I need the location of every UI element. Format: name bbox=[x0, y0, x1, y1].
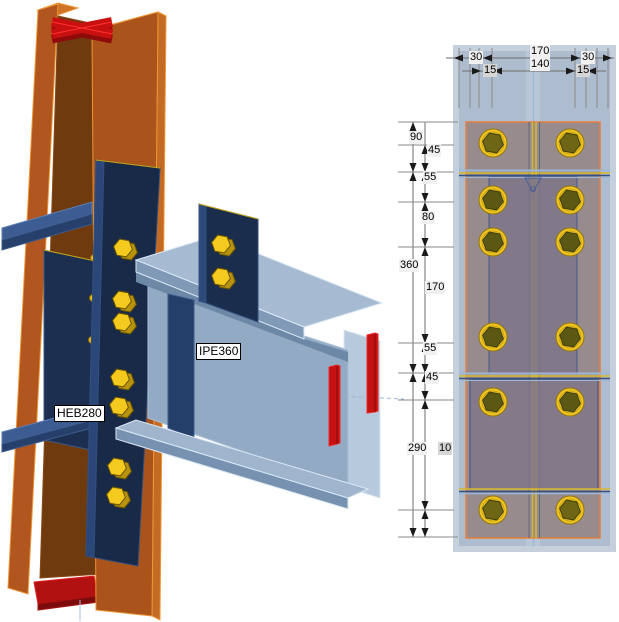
dim-left-360: 360 bbox=[399, 259, 420, 272]
dim-top-170: 170 bbox=[531, 45, 550, 57]
dim-left-10: 10 bbox=[438, 442, 453, 455]
beam-bottom-flange-front bbox=[115, 427, 349, 510]
dim-left-290: 290 bbox=[407, 442, 428, 455]
beam-stiffener bbox=[167, 293, 195, 439]
stiffener-upper[interactable] bbox=[1, 201, 93, 251]
dim-top-15-right: 15 bbox=[576, 64, 591, 77]
dim-left-55a: 55 bbox=[423, 171, 438, 184]
left-dimensions bbox=[398, 121, 458, 538]
dim-left-170: 170 bbox=[425, 281, 446, 294]
beam-flange-shadow bbox=[136, 272, 348, 362]
dim-top-140: 140 bbox=[531, 58, 550, 70]
beam-part-label: IPE360 bbox=[196, 343, 242, 360]
dim-top-30-right: 30 bbox=[581, 51, 596, 64]
bolt[interactable] bbox=[555, 495, 585, 525]
bolt[interactable] bbox=[555, 227, 585, 257]
weld-mark-2d bbox=[530, 186, 536, 192]
beam-bottom-flange-2d bbox=[459, 372, 610, 381]
bolt[interactable] bbox=[555, 322, 585, 352]
bolt[interactable] bbox=[555, 185, 585, 215]
dim-top-30-left: 30 bbox=[469, 51, 484, 64]
dim-top-15-left: 15 bbox=[483, 64, 498, 77]
dim-left-45a: 45 bbox=[427, 144, 442, 157]
bolt[interactable] bbox=[555, 128, 585, 158]
dim-top-center-stack: 170 140 bbox=[530, 45, 551, 71]
stub-flange-2d bbox=[459, 488, 610, 495]
bolt[interactable] bbox=[478, 185, 508, 215]
bolt[interactable] bbox=[555, 387, 585, 417]
dim-left-45b: 45 bbox=[425, 371, 440, 384]
base-fitting-mark[interactable] bbox=[33, 575, 99, 611]
dim-left-90: 90 bbox=[409, 131, 424, 144]
beam-end-fitting-marks[interactable] bbox=[328, 332, 405, 447]
bolt[interactable] bbox=[478, 322, 508, 352]
bolt[interactable] bbox=[478, 387, 508, 417]
bolt[interactable] bbox=[478, 128, 508, 158]
dim-left-80: 80 bbox=[421, 211, 436, 224]
bolt[interactable] bbox=[478, 495, 508, 525]
weld-triangle-2d bbox=[524, 177, 542, 194]
column-part-label: HEB280 bbox=[54, 405, 105, 422]
front-2d-view bbox=[398, 45, 616, 552]
bolt[interactable] bbox=[478, 227, 508, 257]
column-fitting-cross-mark[interactable] bbox=[51, 17, 113, 44]
dim-left-55b: 55 bbox=[423, 342, 438, 355]
model-3d-view bbox=[1, 2, 405, 621]
